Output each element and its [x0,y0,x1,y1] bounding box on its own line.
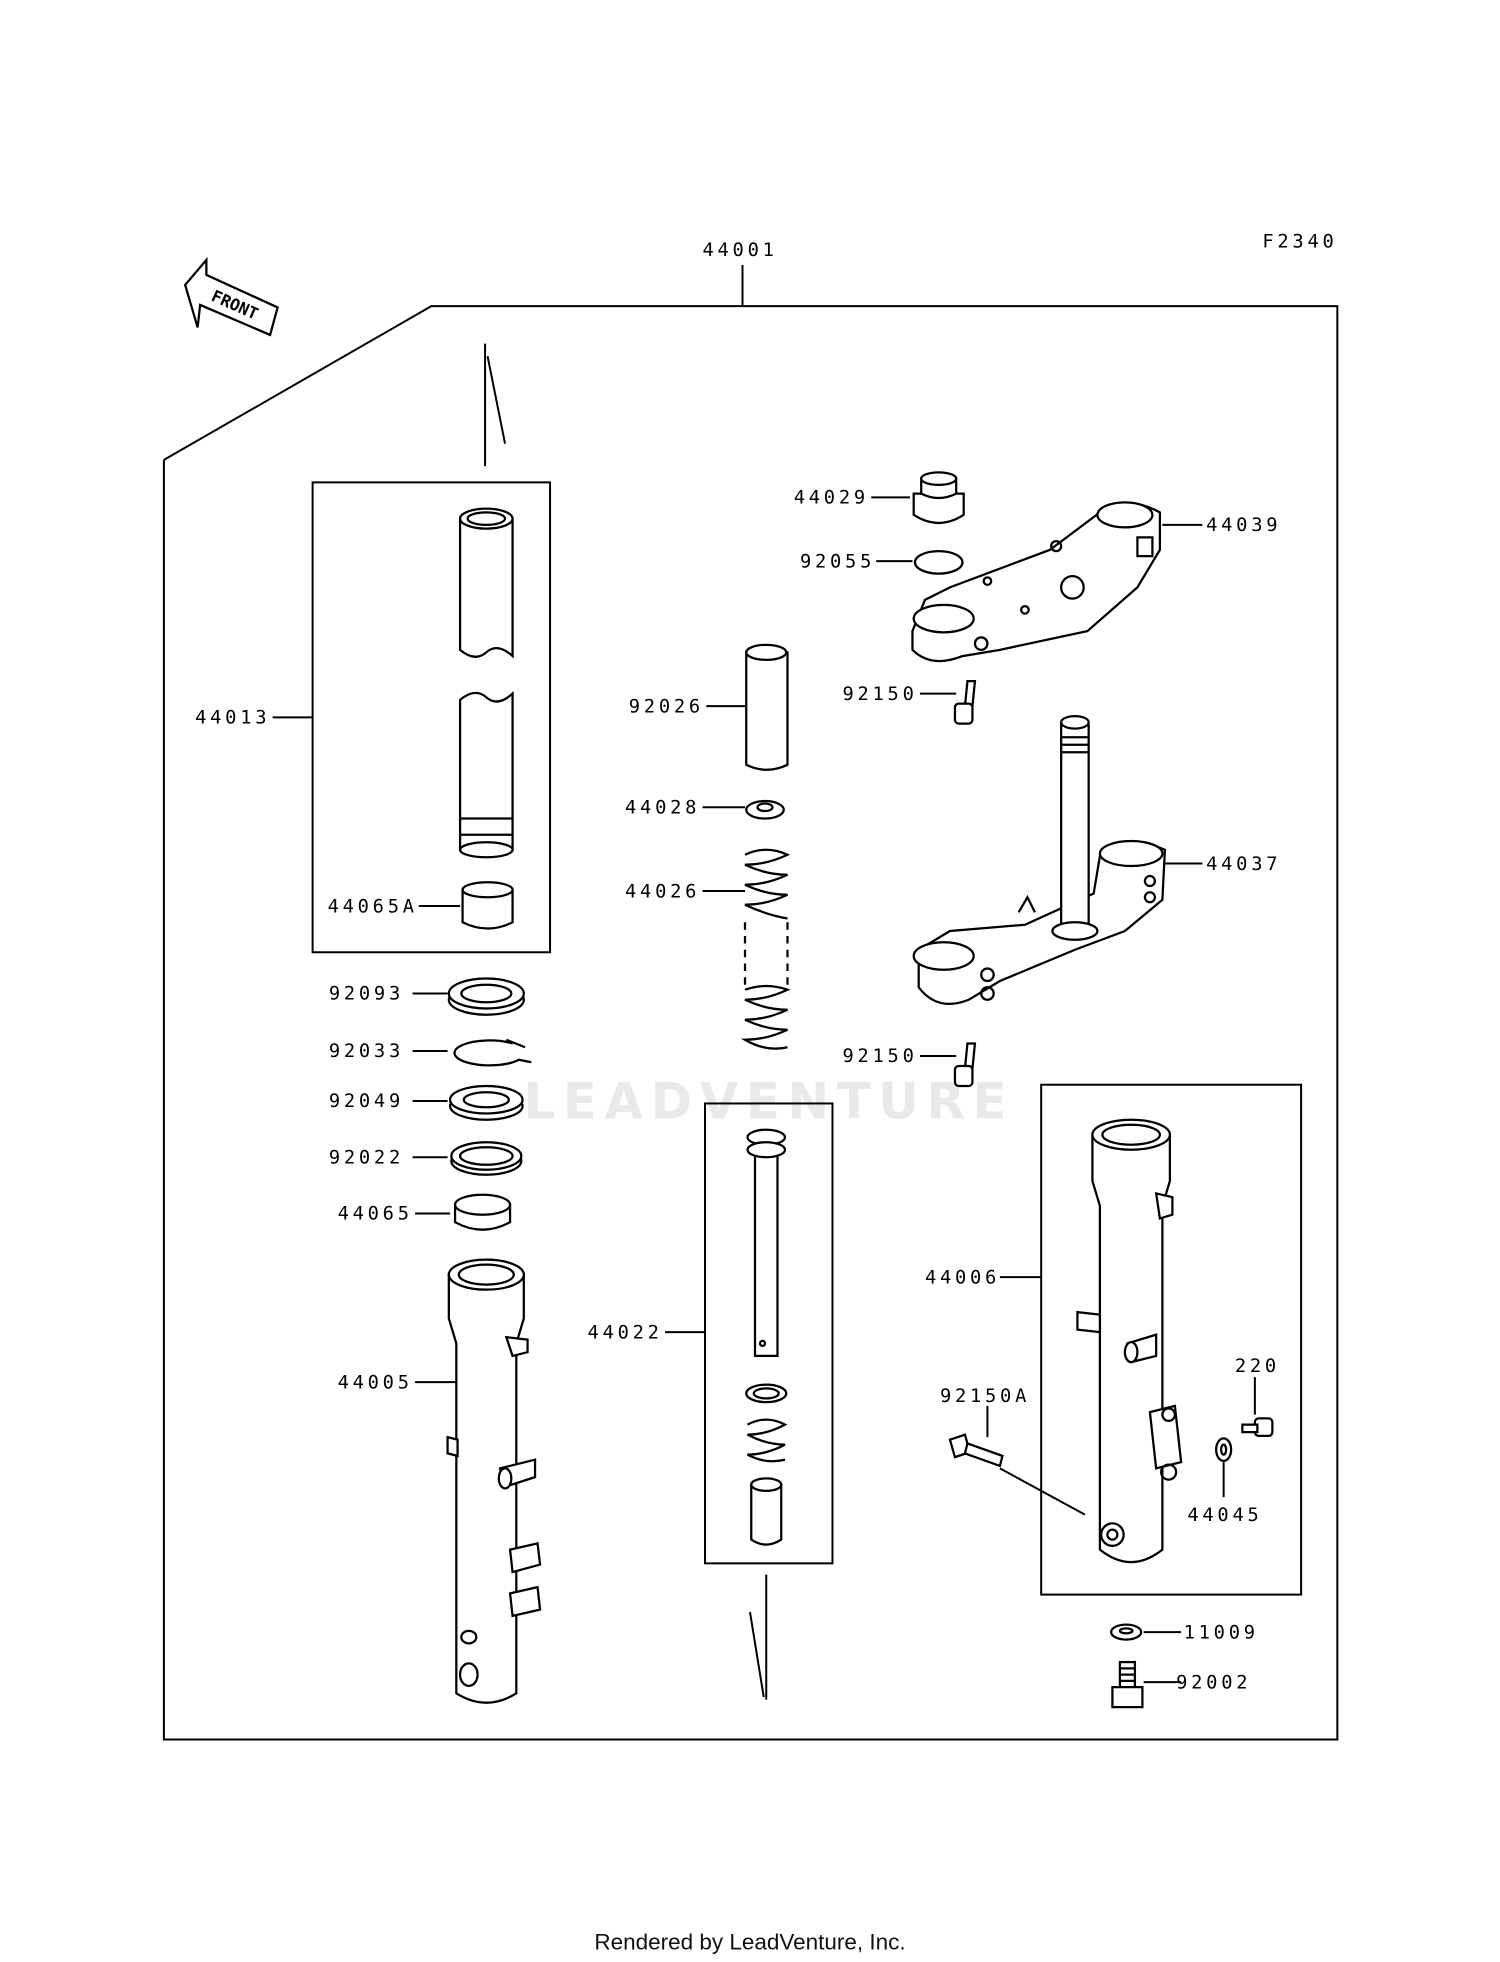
footer-credit: Rendered by LeadVenture, Inc. [594,1930,905,1955]
outer-tube-44005 [446,1258,542,1704]
washer-44045 [1215,1437,1233,1463]
label-44001[interactable]: 44001 [703,240,778,261]
label-44029[interactable]: 44029 [794,488,869,509]
label-44039[interactable]: 44039 [1206,515,1281,536]
pipe-92026 [745,643,789,771]
label-92093[interactable]: 92093 [329,984,404,1005]
washer-11009 [1110,1623,1143,1641]
bolt-92150-lower [953,1042,977,1088]
screw-220 [1241,1417,1274,1438]
damper-box [704,1102,834,1565]
label-92150-upper[interactable]: 92150 [842,684,917,705]
bolt-92150A [948,1433,1004,1468]
label-92033[interactable]: 92033 [329,1041,404,1062]
bushing-44065A [461,881,514,930]
label-11009[interactable]: 11009 [1184,1622,1259,1643]
upper-bracket-44039 [911,501,1162,663]
outer-tube-box [1040,1083,1303,1596]
inner-tube-part [458,507,514,859]
label-44006[interactable]: 44006 [925,1267,1000,1288]
label-44037[interactable]: 44037 [1206,854,1281,875]
inner-tube-box [311,481,552,954]
label-44026[interactable]: 44026 [625,881,700,902]
diagram-code: F2340 [1262,231,1337,252]
label-220[interactable]: 220 [1235,1356,1280,1377]
oil-seal-92049 [448,1084,524,1121]
assembly-outline [162,305,1339,1741]
label-44005[interactable]: 44005 [338,1372,413,1393]
label-92002[interactable]: 92002 [1176,1672,1251,1693]
label-44013[interactable]: 44013 [195,708,270,729]
clip-92033 [453,1038,532,1067]
label-92022[interactable]: 92022 [329,1147,404,1168]
label-92026[interactable]: 92026 [629,696,704,717]
cap-bolt-44029 [912,471,965,525]
bolt-92150-upper [953,679,977,725]
steering-stem-44037 [912,714,1167,1005]
front-arrow-icon: FRONT [183,256,279,337]
label-44028[interactable]: 44028 [625,798,700,819]
label-44065A[interactable]: 44065A [328,896,418,917]
bushing-44065 [453,1193,512,1231]
label-44022[interactable]: 44022 [588,1322,663,1343]
label-92055[interactable]: 92055 [800,551,875,572]
outer-tube-44006 [1076,1118,1183,1564]
damper-rod-44022 [745,1128,788,1546]
label-92049[interactable]: 92049 [329,1091,404,1112]
label-44065[interactable]: 44065 [338,1204,413,1225]
label-92150A[interactable]: 92150A [940,1386,1030,1407]
spring-44026 [740,848,791,1050]
label-92150-lower[interactable]: 92150 [842,1046,917,1067]
watermark: LEADVENTURE [523,1072,1014,1130]
label-44045[interactable]: 44045 [1187,1505,1262,1526]
washer-92022 [450,1141,523,1176]
drain-bolt-92002 [1111,1660,1144,1709]
washer-44028 [745,799,785,820]
dust-seal-92093 [447,977,525,1016]
o-ring-92055 [913,549,964,575]
